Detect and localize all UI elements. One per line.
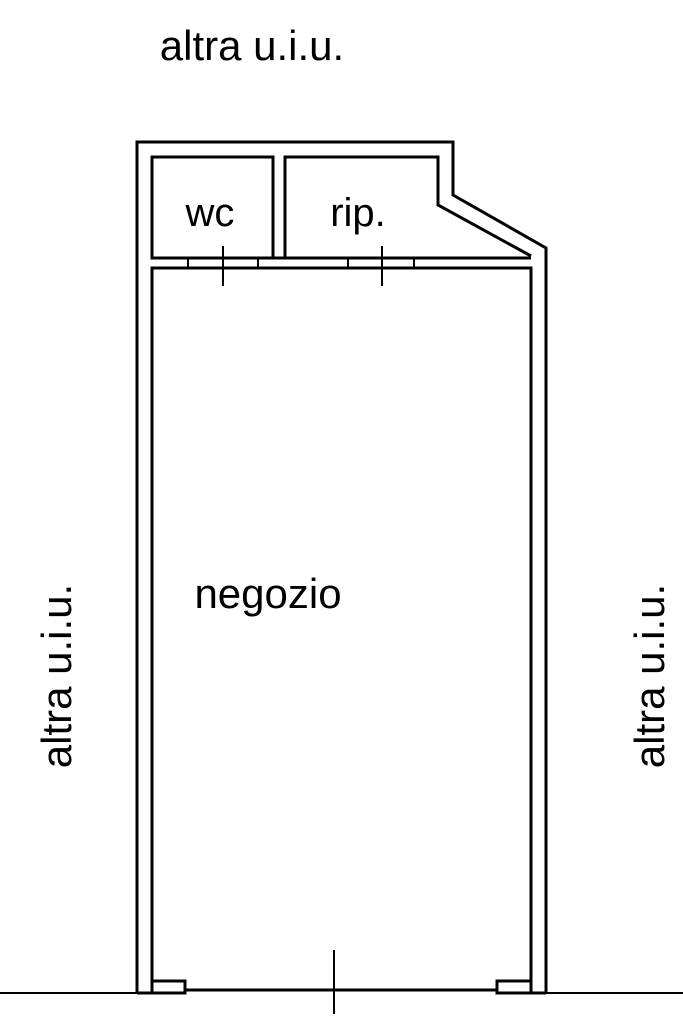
top-neighbor-label: altra u.i.u. bbox=[160, 22, 344, 69]
entrance-jamb-right bbox=[495, 979, 546, 995]
wc-label: wc bbox=[185, 191, 235, 235]
storage-label: rip. bbox=[330, 191, 386, 235]
storage-room bbox=[283, 155, 532, 258]
left-neighbor-label: altra u.i.u. bbox=[33, 584, 80, 768]
inner-wall bbox=[150, 266, 533, 993]
shop-label: negozio bbox=[194, 570, 341, 617]
right-neighbor-label: altra u.i.u. bbox=[626, 584, 673, 768]
entrance-jamb-left bbox=[137, 979, 187, 995]
outer-wall bbox=[135, 140, 548, 993]
wc-room bbox=[150, 155, 275, 260]
